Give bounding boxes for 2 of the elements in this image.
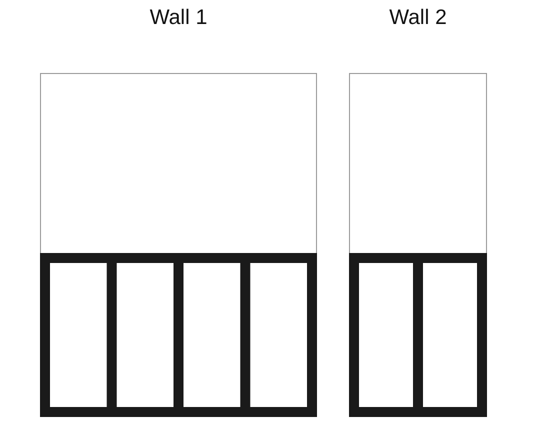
- wall-label: Wall 2: [389, 5, 447, 31]
- wall-label: Wall 1: [150, 5, 208, 31]
